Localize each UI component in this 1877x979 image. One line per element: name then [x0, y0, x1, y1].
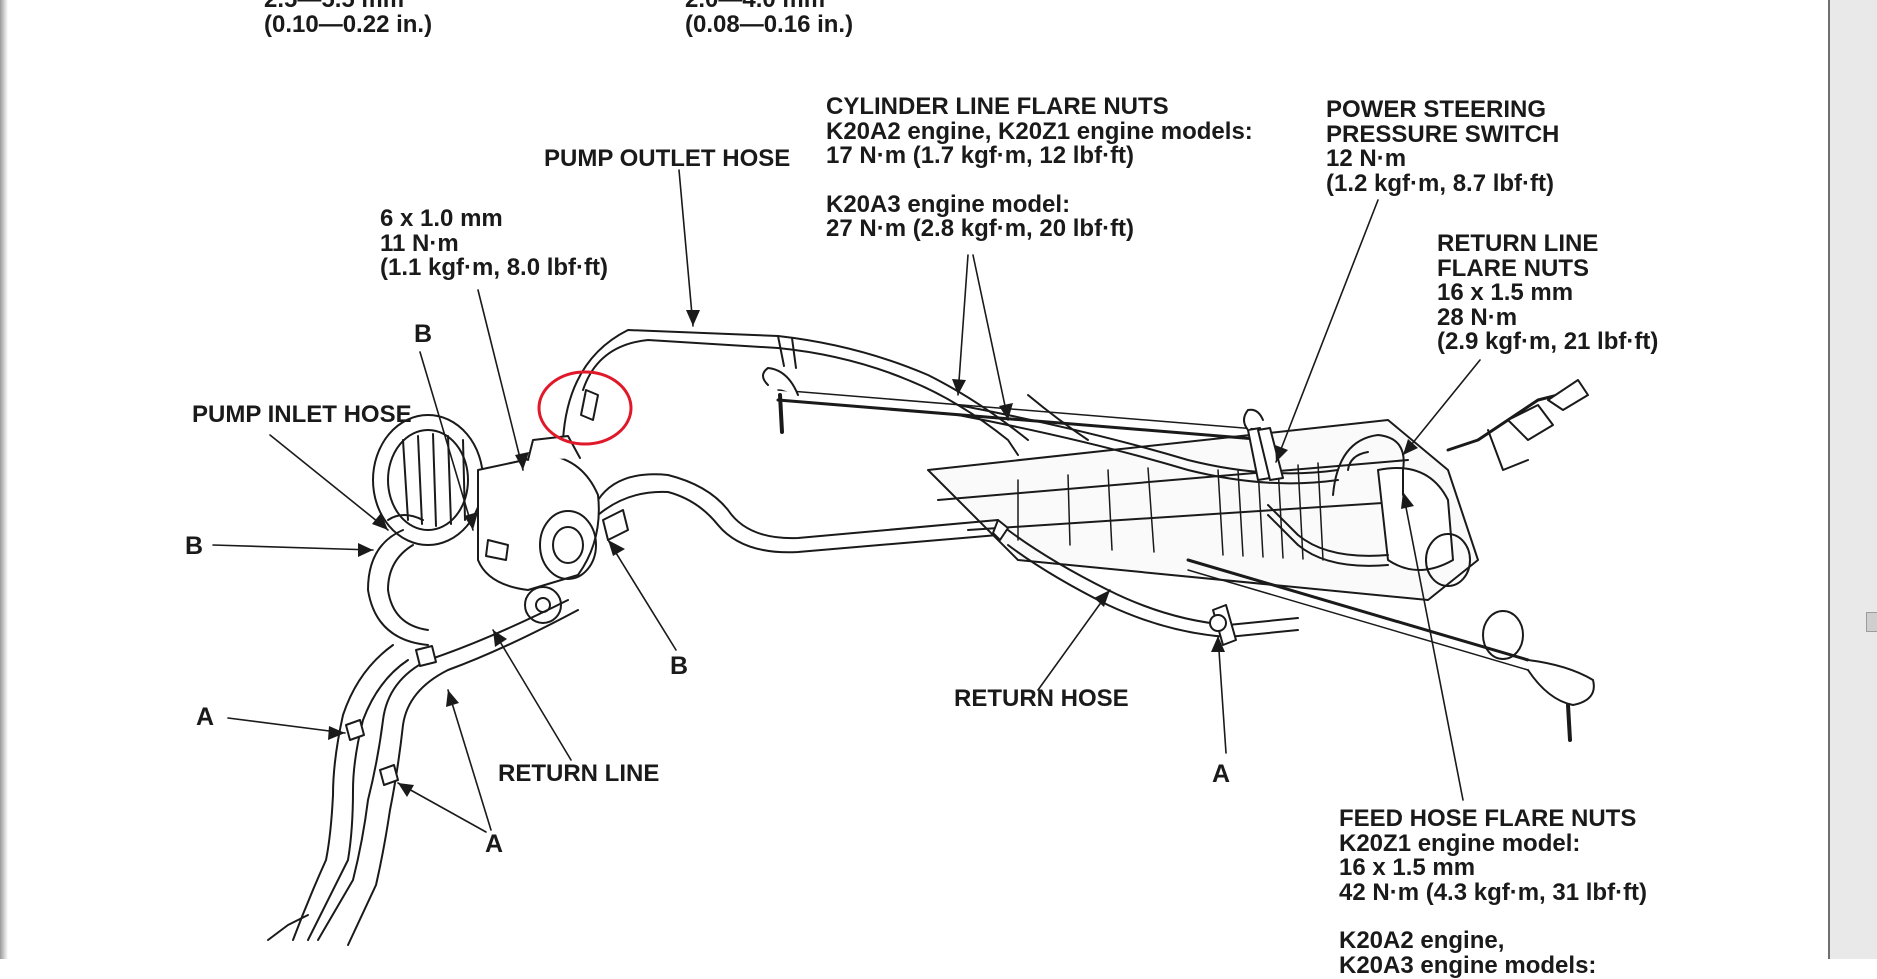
manual-page: 2.5—5.5 mm (0.10—0.22 in.) 2.0—4.0 mm (0…	[8, 0, 1828, 977]
bolt-spec-torque-alt: (1.1 kgf·m, 8.0 lbf·ft)	[380, 254, 609, 281]
feed-hose-title: FEED HOSE FLARE NUTS	[1339, 805, 1637, 832]
letter-a-bottom: A	[485, 830, 504, 858]
cylinder-lines	[957, 394, 1389, 567]
feed-hose-k20a2-line-2: K20A3 engine models:	[1339, 951, 1597, 979]
clamps	[345, 614, 1227, 786]
steering-rack	[762, 367, 1595, 742]
feed-hose-model: K20Z1 engine model:	[1339, 829, 1581, 857]
letter-b-left: B	[185, 532, 204, 560]
viewer-right-frame	[1828, 0, 1877, 959]
return-line-pipes	[267, 599, 579, 946]
top-spec-right-line-1: 2.0—4.0 mm	[685, 0, 853, 13]
label-bolt-spec: 6 x 1.0 mm 11 N·m (1.1 kgf·m, 8.0 lbf·ft…	[380, 205, 609, 281]
letter-b-top: B	[414, 320, 433, 348]
bolt-spec-torque: 11 N·m	[380, 229, 459, 257]
arrowheads	[328, 310, 1418, 797]
letter-a-left: A	[196, 703, 215, 731]
pressure-switch-torque: 12 N·m	[1326, 145, 1407, 172]
label-cylinder-line: CYLINDER LINE FLARE NUTS K20A2 engine, K…	[826, 93, 1253, 242]
power-steering-diagram	[212, 169, 1595, 946]
cylinder-line-k20a3-torque: 27 N·m (2.8 kgf·m, 20 lbf·ft)	[826, 215, 1135, 242]
letter-a-right: A	[1212, 760, 1231, 788]
cylinder-line-k20a3-model: K20A3 engine model:	[826, 190, 1071, 218]
cylinder-line-title: CYLINDER LINE FLARE NUTS	[826, 93, 1169, 120]
pump-outlet-hose	[562, 329, 1029, 456]
leader-lines	[212, 169, 1481, 833]
return-line-flare-size: 16 x 1.5 mm	[1437, 279, 1574, 306]
top-spec-left-line-2: (0.10—0.22 in.)	[264, 10, 433, 38]
power-steering-pump	[372, 414, 629, 624]
page-left-edge	[0, 0, 8, 959]
pressure-switch-line-1: POWER STEERING	[1326, 96, 1547, 123]
return-line-flare-line-1: RETURN LINE	[1437, 230, 1599, 257]
pump-inlet-hose	[367, 514, 429, 646]
feed-hose-torque: 42 N·m (4.3 kgf·m, 31 lbf·ft)	[1339, 878, 1648, 906]
highlight-circle	[537, 370, 633, 446]
label-feed-hose-flare-nuts: FEED HOSE FLARE NUTS K20Z1 engine model:…	[1339, 805, 1648, 979]
label-pump-inlet-hose: PUMP INLET HOSE	[192, 401, 412, 428]
top-spec-left: 2.5—5.5 mm (0.10—0.22 in.)	[264, 0, 432, 37]
pressure-switch-line-2: PRESSURE SWITCH	[1326, 120, 1560, 148]
letter-b-bottom: B	[670, 652, 689, 680]
label-pump-outlet-hose: PUMP OUTLET HOSE	[544, 145, 791, 172]
cylinder-line-torque: 17 N·m (1.7 kgf·m, 12 lbf·ft)	[826, 142, 1135, 169]
return-line-flare-torque: 28 N·m	[1437, 303, 1518, 331]
label-return-line: RETURN LINE	[498, 760, 660, 787]
top-spec-right-line-2: (0.08—0.16 in.)	[685, 10, 854, 38]
top-spec-right: 2.0—4.0 mm (0.08—0.16 in.)	[685, 0, 853, 37]
scrollbar-handle[interactable]	[1866, 612, 1877, 632]
top-spec-left-line-1: 2.5—5.5 mm	[264, 0, 432, 13]
label-pressure-switch: POWER STEERING PRESSURE SWITCH 12 N·m (1…	[1326, 96, 1560, 197]
label-return-hose: RETURN HOSE	[954, 685, 1129, 712]
pressure-switch-torque-alt: (1.2 kgf·m, 8.7 lbf·ft)	[1326, 169, 1555, 197]
cylinder-line-models: K20A2 engine, K20Z1 engine models:	[826, 117, 1253, 145]
label-return-line-flare-nuts: RETURN LINE FLARE NUTS 16 x 1.5 mm 28 N·…	[1437, 230, 1659, 355]
feed-hose-k20a2-line-1: K20A2 engine,	[1339, 927, 1505, 954]
return-line-flare-line-2: FLARE NUTS	[1437, 254, 1589, 282]
return-line-flare-torque-alt: (2.9 kgf·m, 21 lbf·ft)	[1437, 328, 1659, 355]
pressure-switch	[1243, 408, 1284, 481]
bolt-spec-size: 6 x 1.0 mm	[380, 205, 503, 232]
feed-hose-size: 16 x 1.5 mm	[1339, 854, 1476, 881]
